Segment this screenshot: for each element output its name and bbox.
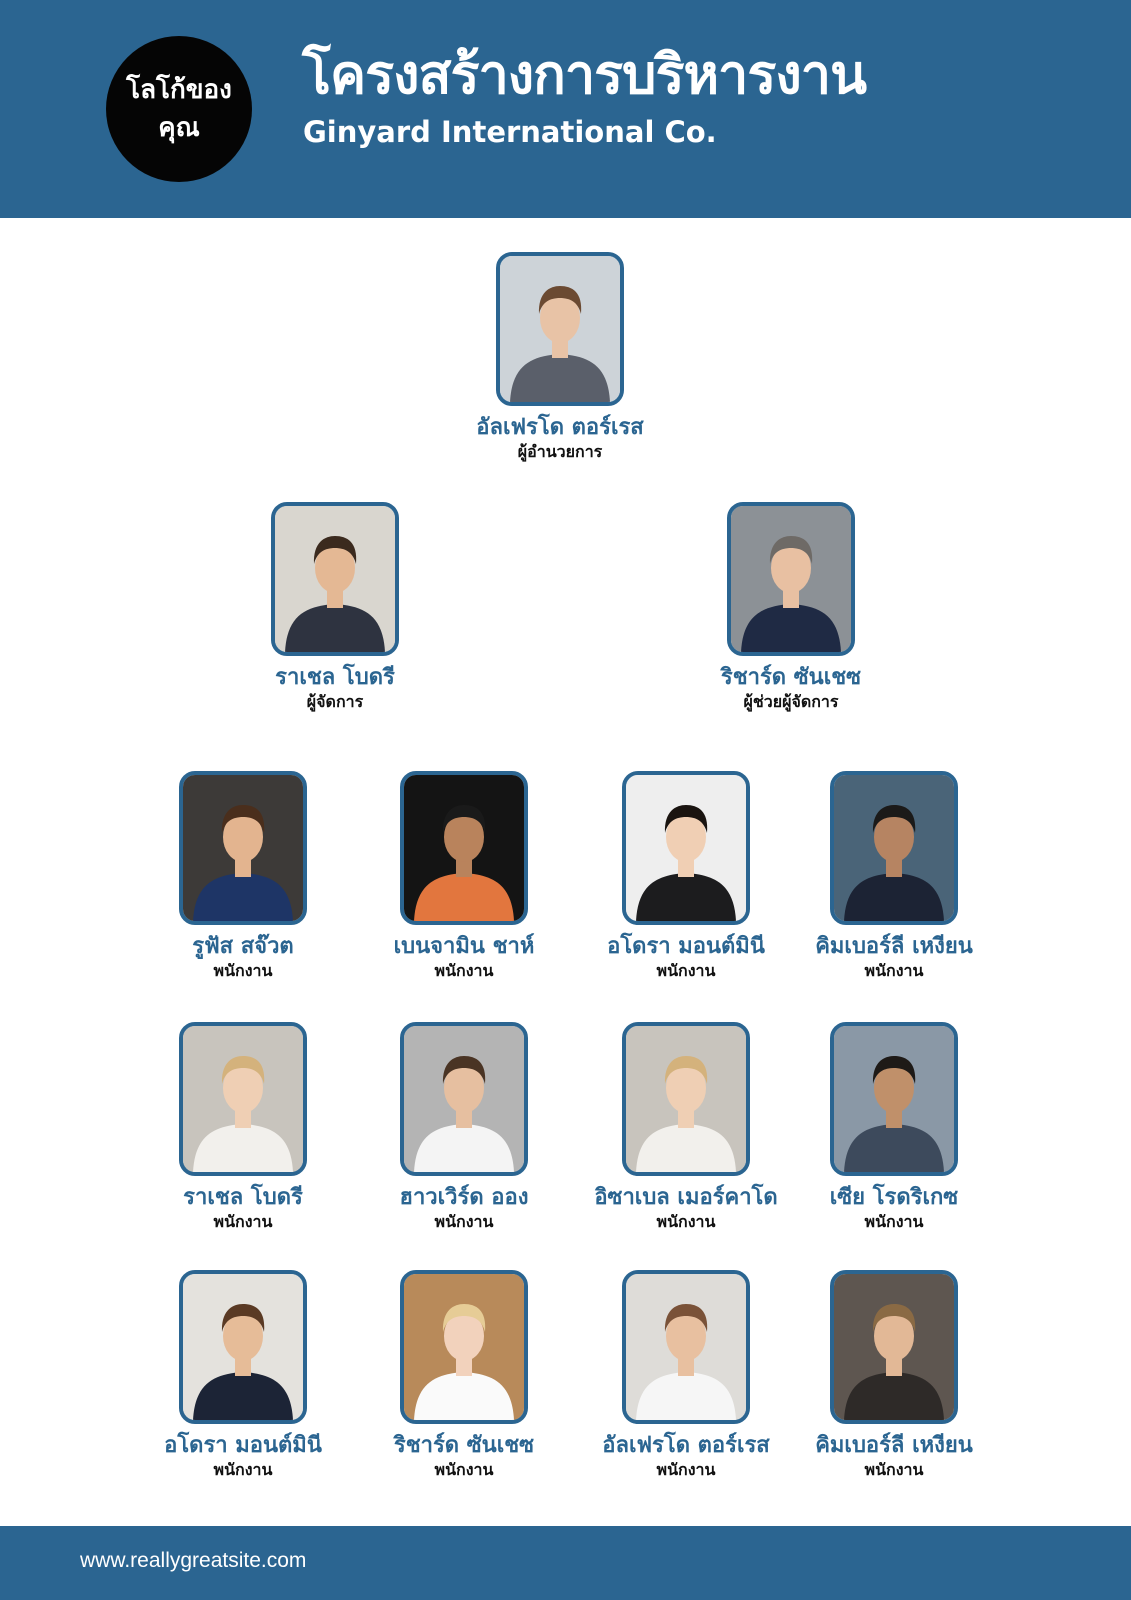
portrait-illustration [183,1026,303,1172]
person-photo [830,1270,958,1424]
portrait-illustration [731,506,851,652]
person-name: อัลเฟรโด ตอร์เรส [476,415,644,440]
person-name: รูฟัส สจ๊วต [192,934,294,959]
logo-text: โลโก้ของคุณ [126,75,232,143]
person-role: ผู้จัดการ [306,692,364,711]
person-photo [622,771,750,925]
person-name: อโดรา มอนต์มินี [164,1433,322,1458]
portrait-illustration [404,1274,524,1420]
website-url[interactable]: www.reallygreatsite.com [80,1549,307,1572]
org-node-assistant-manager: ริชาร์ด ซันเชซ ผู้ช่วยผู้จัดการ [681,502,901,712]
person-name: ราเชล โบดรี [275,665,395,690]
person-role: พนักงาน [213,1460,273,1479]
person-photo [179,1270,307,1424]
header-banner: โลโก้ของคุณ โครงสร้างการบริหารงาน Ginyar… [0,0,1131,218]
person-role: พนักงาน [656,1212,716,1231]
org-node-staff: เบนจามิน ชาห์ พนักงาน [354,771,574,981]
logo-placeholder: โลโก้ของคุณ [106,36,252,182]
org-node-staff: รูฟัส สจ๊วต พนักงาน [133,771,353,981]
org-node-staff: ราเชล โบดรี พนักงาน [133,1022,353,1232]
person-role: พนักงาน [213,961,273,980]
portrait-illustration [275,506,395,652]
person-name: ริชาร์ด ซันเชซ [393,1433,535,1458]
person-role: พนักงาน [213,1212,273,1231]
org-node-staff: คิมเบอร์ลี เหงียน พนักงาน [784,1270,1004,1480]
portrait-illustration [500,256,620,402]
person-photo [179,1022,307,1176]
org-node-staff: ริชาร์ด ซันเชซ พนักงาน [354,1270,574,1480]
person-photo [622,1270,750,1424]
person-name: คิมเบอร์ลี เหงียน [815,934,973,959]
person-role: พนักงาน [864,961,924,980]
org-node-director: อัลเฟรโด ตอร์เรส ผู้อำนวยการ [450,252,670,462]
person-name: อโดรา มอนต์มินี [607,934,765,959]
person-photo [830,771,958,925]
company-name: Ginyard International Co. [303,115,717,149]
person-name: อิซาเบล เมอร์คาโด [594,1185,778,1210]
person-photo [496,252,624,406]
portrait-illustration [404,775,524,921]
person-name: ฮาวเวิร์ด ออง [399,1185,529,1210]
portrait-illustration [626,775,746,921]
org-node-staff: อโดรา มอนต์มินี พนักงาน [133,1270,353,1480]
person-photo [400,771,528,925]
footer-banner: www.reallygreatsite.com [0,1526,1131,1600]
person-role: พนักงาน [656,961,716,980]
person-photo [400,1022,528,1176]
org-node-staff: อโดรา มอนต์มินี พนักงาน [576,771,796,981]
portrait-illustration [183,1274,303,1420]
portrait-illustration [183,775,303,921]
person-photo [622,1022,750,1176]
person-role: พนักงาน [434,1212,494,1231]
org-node-manager: ราเชล โบดรี ผู้จัดการ [225,502,445,712]
person-photo [727,502,855,656]
person-role: พนักงาน [434,961,494,980]
person-role: พนักงาน [656,1460,716,1479]
org-node-staff: อิซาเบล เมอร์คาโด พนักงาน [576,1022,796,1232]
person-photo [271,502,399,656]
person-name: ราเชล โบดรี [183,1185,303,1210]
org-node-staff: คิมเบอร์ลี เหงียน พนักงาน [784,771,1004,981]
person-photo [830,1022,958,1176]
person-role: ผู้อำนวยการ [517,442,603,461]
org-node-staff: อัลเฟรโด ตอร์เรส พนักงาน [576,1270,796,1480]
org-node-staff: ฮาวเวิร์ด ออง พนักงาน [354,1022,574,1232]
portrait-illustration [404,1026,524,1172]
person-name: คิมเบอร์ลี เหงียน [815,1433,973,1458]
person-name: เบนจามิน ชาห์ [393,934,535,959]
person-role: พนักงาน [864,1212,924,1231]
person-name: เซีย โรดริเกซ [829,1185,959,1210]
person-name: อัลเฟรโด ตอร์เรส [602,1433,770,1458]
org-node-staff: เซีย โรดริเกซ พนักงาน [784,1022,1004,1232]
page-title: โครงสร้างการบริหารงาน [302,43,867,106]
person-name: ริชาร์ด ซันเชซ [720,665,862,690]
person-role: ผู้ช่วยผู้จัดการ [743,692,839,711]
person-role: พนักงาน [434,1460,494,1479]
person-photo [400,1270,528,1424]
person-role: พนักงาน [864,1460,924,1479]
person-photo [179,771,307,925]
portrait-illustration [834,1026,954,1172]
portrait-illustration [834,775,954,921]
portrait-illustration [626,1026,746,1172]
portrait-illustration [834,1274,954,1420]
portrait-illustration [626,1274,746,1420]
